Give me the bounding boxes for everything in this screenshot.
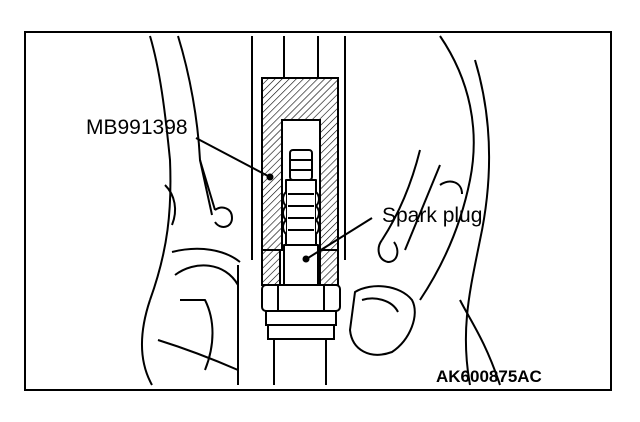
- spark-plug: [282, 149, 320, 286]
- extension-bar: [251, 36, 346, 260]
- spark-plug-label: Spark plug: [382, 204, 482, 227]
- leader-lines: [195, 137, 373, 263]
- tool-label: MB991398: [86, 116, 188, 139]
- figure-code: AK600875AC: [436, 367, 542, 386]
- engine-outline-left: [141, 35, 241, 386]
- figure-frame: [24, 31, 612, 391]
- hex-seat: [261, 284, 341, 385]
- engine-outline-right: [349, 35, 501, 386]
